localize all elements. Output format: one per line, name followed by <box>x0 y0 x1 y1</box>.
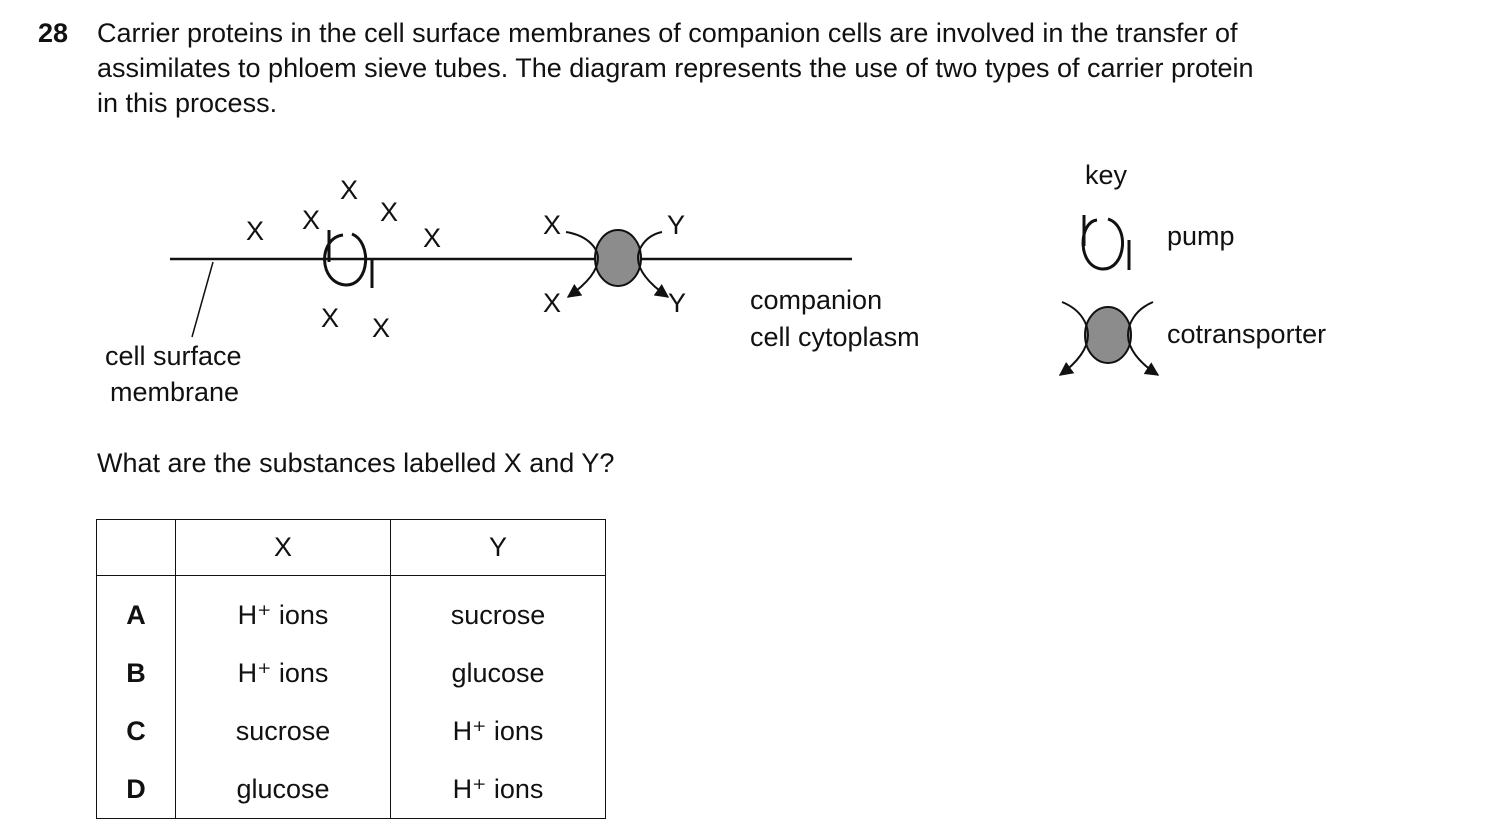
option-letter-a[interactable]: A <box>96 575 176 644</box>
key-pump-icon <box>1081 215 1131 271</box>
table-header-blank <box>96 519 176 576</box>
table-row[interactable]: A H⁺ ions sucrose <box>96 575 606 644</box>
option-a-y: sucrose <box>390 575 606 644</box>
table-header-row: X Y <box>96 519 606 576</box>
question-stem: Carrier proteins in the cell surface mem… <box>97 16 1427 121</box>
option-b-y: glucose <box>390 644 606 702</box>
x-label: X <box>543 210 561 240</box>
membrane-label-pointer <box>191 261 214 338</box>
x-label: X <box>543 288 561 318</box>
question-stem-line-2: assimilates to phloem sieve tubes. The d… <box>97 53 1254 83</box>
option-letter-d[interactable]: D <box>96 760 176 819</box>
x-label: X <box>380 197 398 227</box>
key-title: key <box>1085 160 1128 190</box>
x-label: X <box>302 205 320 235</box>
key: key pump cotransporter <box>1058 160 1326 376</box>
cytoplasm-label-line-1: companion <box>750 285 882 315</box>
table-header-x: X <box>175 519 391 576</box>
key-cotransporter-icon <box>1058 301 1160 376</box>
key-pump-label: pump <box>1167 221 1235 251</box>
y-label: Y <box>668 288 686 318</box>
question-stem-line-3: in this process. <box>97 88 278 118</box>
membrane-label-line-1: cell surface <box>105 341 242 371</box>
table-row[interactable]: B H⁺ ions glucose <box>96 644 606 702</box>
membrane-transport-diagram: X X X X X X X X X Y Y cell surface membr… <box>105 160 1326 407</box>
cotransporter-symbol <box>565 229 670 298</box>
cytoplasm-label-line-2: cell cytoplasm <box>750 322 920 352</box>
option-c-x: sucrose <box>175 702 391 760</box>
answer-options-table: X Y A H⁺ ions sucrose B H⁺ ions glucose … <box>96 519 606 819</box>
option-b-x: H⁺ ions <box>175 644 391 702</box>
x-label: X <box>246 216 264 246</box>
x-label: X <box>423 223 441 253</box>
question-prompt: What are the substances labelled X and Y… <box>97 448 615 478</box>
question-stem-line-1: Carrier proteins in the cell surface mem… <box>97 18 1238 48</box>
option-d-x: glucose <box>175 760 391 819</box>
x-label: X <box>340 175 358 205</box>
option-letter-c[interactable]: C <box>96 702 176 760</box>
option-letter-b[interactable]: B <box>96 644 176 702</box>
membrane-label-line-2: membrane <box>110 377 239 407</box>
question-number: 28 <box>38 18 69 48</box>
y-label: Y <box>667 210 685 240</box>
pump-symbol <box>323 230 374 288</box>
option-d-y: H⁺ ions <box>390 760 606 819</box>
table-header-y: Y <box>390 519 606 576</box>
table-row[interactable]: C sucrose H⁺ ions <box>96 702 606 760</box>
option-a-x: H⁺ ions <box>175 575 391 644</box>
x-label: X <box>372 313 390 343</box>
x-label: X <box>321 303 339 333</box>
table-row[interactable]: D glucose H⁺ ions <box>96 760 606 819</box>
key-cotransporter-label: cotransporter <box>1167 319 1326 349</box>
option-c-y: H⁺ ions <box>390 702 606 760</box>
